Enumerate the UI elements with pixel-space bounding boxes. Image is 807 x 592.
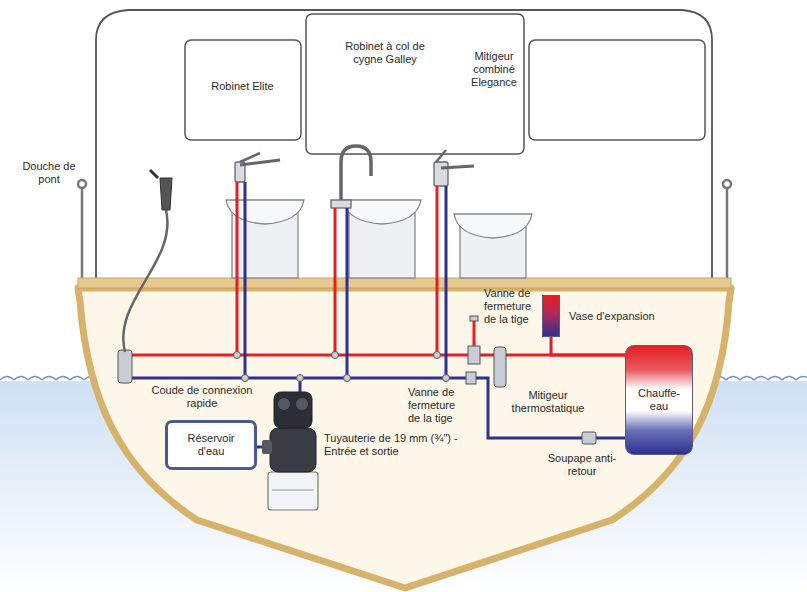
faucet (436, 150, 446, 162)
pump (262, 440, 272, 454)
node-label: Réservoir d'eau (180, 432, 242, 458)
faucet (441, 166, 474, 168)
fitting (434, 352, 441, 359)
pump (296, 398, 308, 410)
cabin (306, 14, 524, 154)
fitting (494, 347, 506, 387)
cold-pipe (346, 208, 349, 378)
faucet (434, 162, 448, 186)
hot-pipe (436, 186, 439, 355)
fitting (234, 352, 241, 359)
fitting (344, 375, 351, 382)
hull (78, 278, 731, 288)
node-label: Chauffe-eau (630, 387, 688, 413)
deck-shower (123, 210, 167, 352)
faucet (240, 153, 260, 162)
faucet (331, 200, 351, 208)
water-heater: Chauffe-eau (625, 345, 693, 455)
fitting (332, 352, 339, 359)
valve-label: Vanne de fermeture de la tige (408, 386, 462, 426)
sink-cabinet (226, 200, 532, 278)
railing (726, 188, 729, 285)
fixture-label: Douche de pont (22, 160, 76, 186)
fitting (468, 346, 480, 364)
fitting (466, 372, 476, 384)
fixture-label: Mitigeur combiné Elegance (467, 50, 521, 90)
hot-water-pipe (551, 337, 625, 355)
sink-cabinet (454, 214, 532, 238)
hot-pipe (334, 208, 337, 355)
text-holder: Réservoir d'eau (180, 432, 242, 458)
node-label: Vase d'expansion (569, 310, 655, 323)
fitting (118, 350, 132, 383)
text-holder: Chauffe-eau (630, 387, 688, 413)
cabin (185, 40, 301, 140)
cold-pipe (445, 186, 448, 378)
hot-pipe (236, 182, 239, 355)
fitting (297, 375, 304, 382)
fixture-label: Robinet à col de cygne Galley (330, 40, 440, 66)
fitting (470, 316, 478, 321)
cold-pipe (244, 182, 247, 378)
cabin (96, 10, 712, 285)
pump (278, 398, 290, 410)
sink-cabinet (343, 200, 421, 224)
cold-pipe (120, 377, 470, 380)
pump (274, 392, 312, 428)
fitting-label: Coude de connexion rapide (142, 384, 262, 410)
fitting (443, 375, 450, 382)
cold-pipe (120, 182, 625, 447)
cabin (529, 40, 705, 140)
cabin (96, 10, 712, 285)
hot-pipe (128, 182, 625, 355)
railing (723, 180, 731, 188)
deck-shower (160, 178, 172, 210)
fixture-label: Robinet Elite (195, 80, 290, 93)
mixer-label: Mitigeur thermostatique (508, 389, 588, 415)
fitting (242, 375, 249, 382)
water-tank: Réservoir d'eau (165, 420, 257, 470)
railing (81, 188, 84, 285)
railing (78, 180, 86, 188)
hull (78, 288, 731, 588)
fitting (582, 432, 596, 444)
pump (268, 472, 318, 510)
faucet (240, 160, 280, 165)
pump (270, 428, 316, 472)
hull (78, 278, 731, 588)
pump (262, 392, 318, 510)
expansion-tank: Vase d'expansion (542, 295, 560, 337)
pipe-label: Tuyauterie de 19 mm (¾") - Entrée et sor… (324, 432, 464, 458)
valve-label: Vanne de fermeture de la tige (484, 287, 538, 327)
pump (272, 490, 314, 491)
deck-shower (150, 170, 158, 178)
cold-pipe (470, 378, 625, 438)
valve-label: Soupape anti-retour (546, 452, 618, 478)
faucet (341, 146, 371, 200)
deck-shower (123, 170, 172, 352)
